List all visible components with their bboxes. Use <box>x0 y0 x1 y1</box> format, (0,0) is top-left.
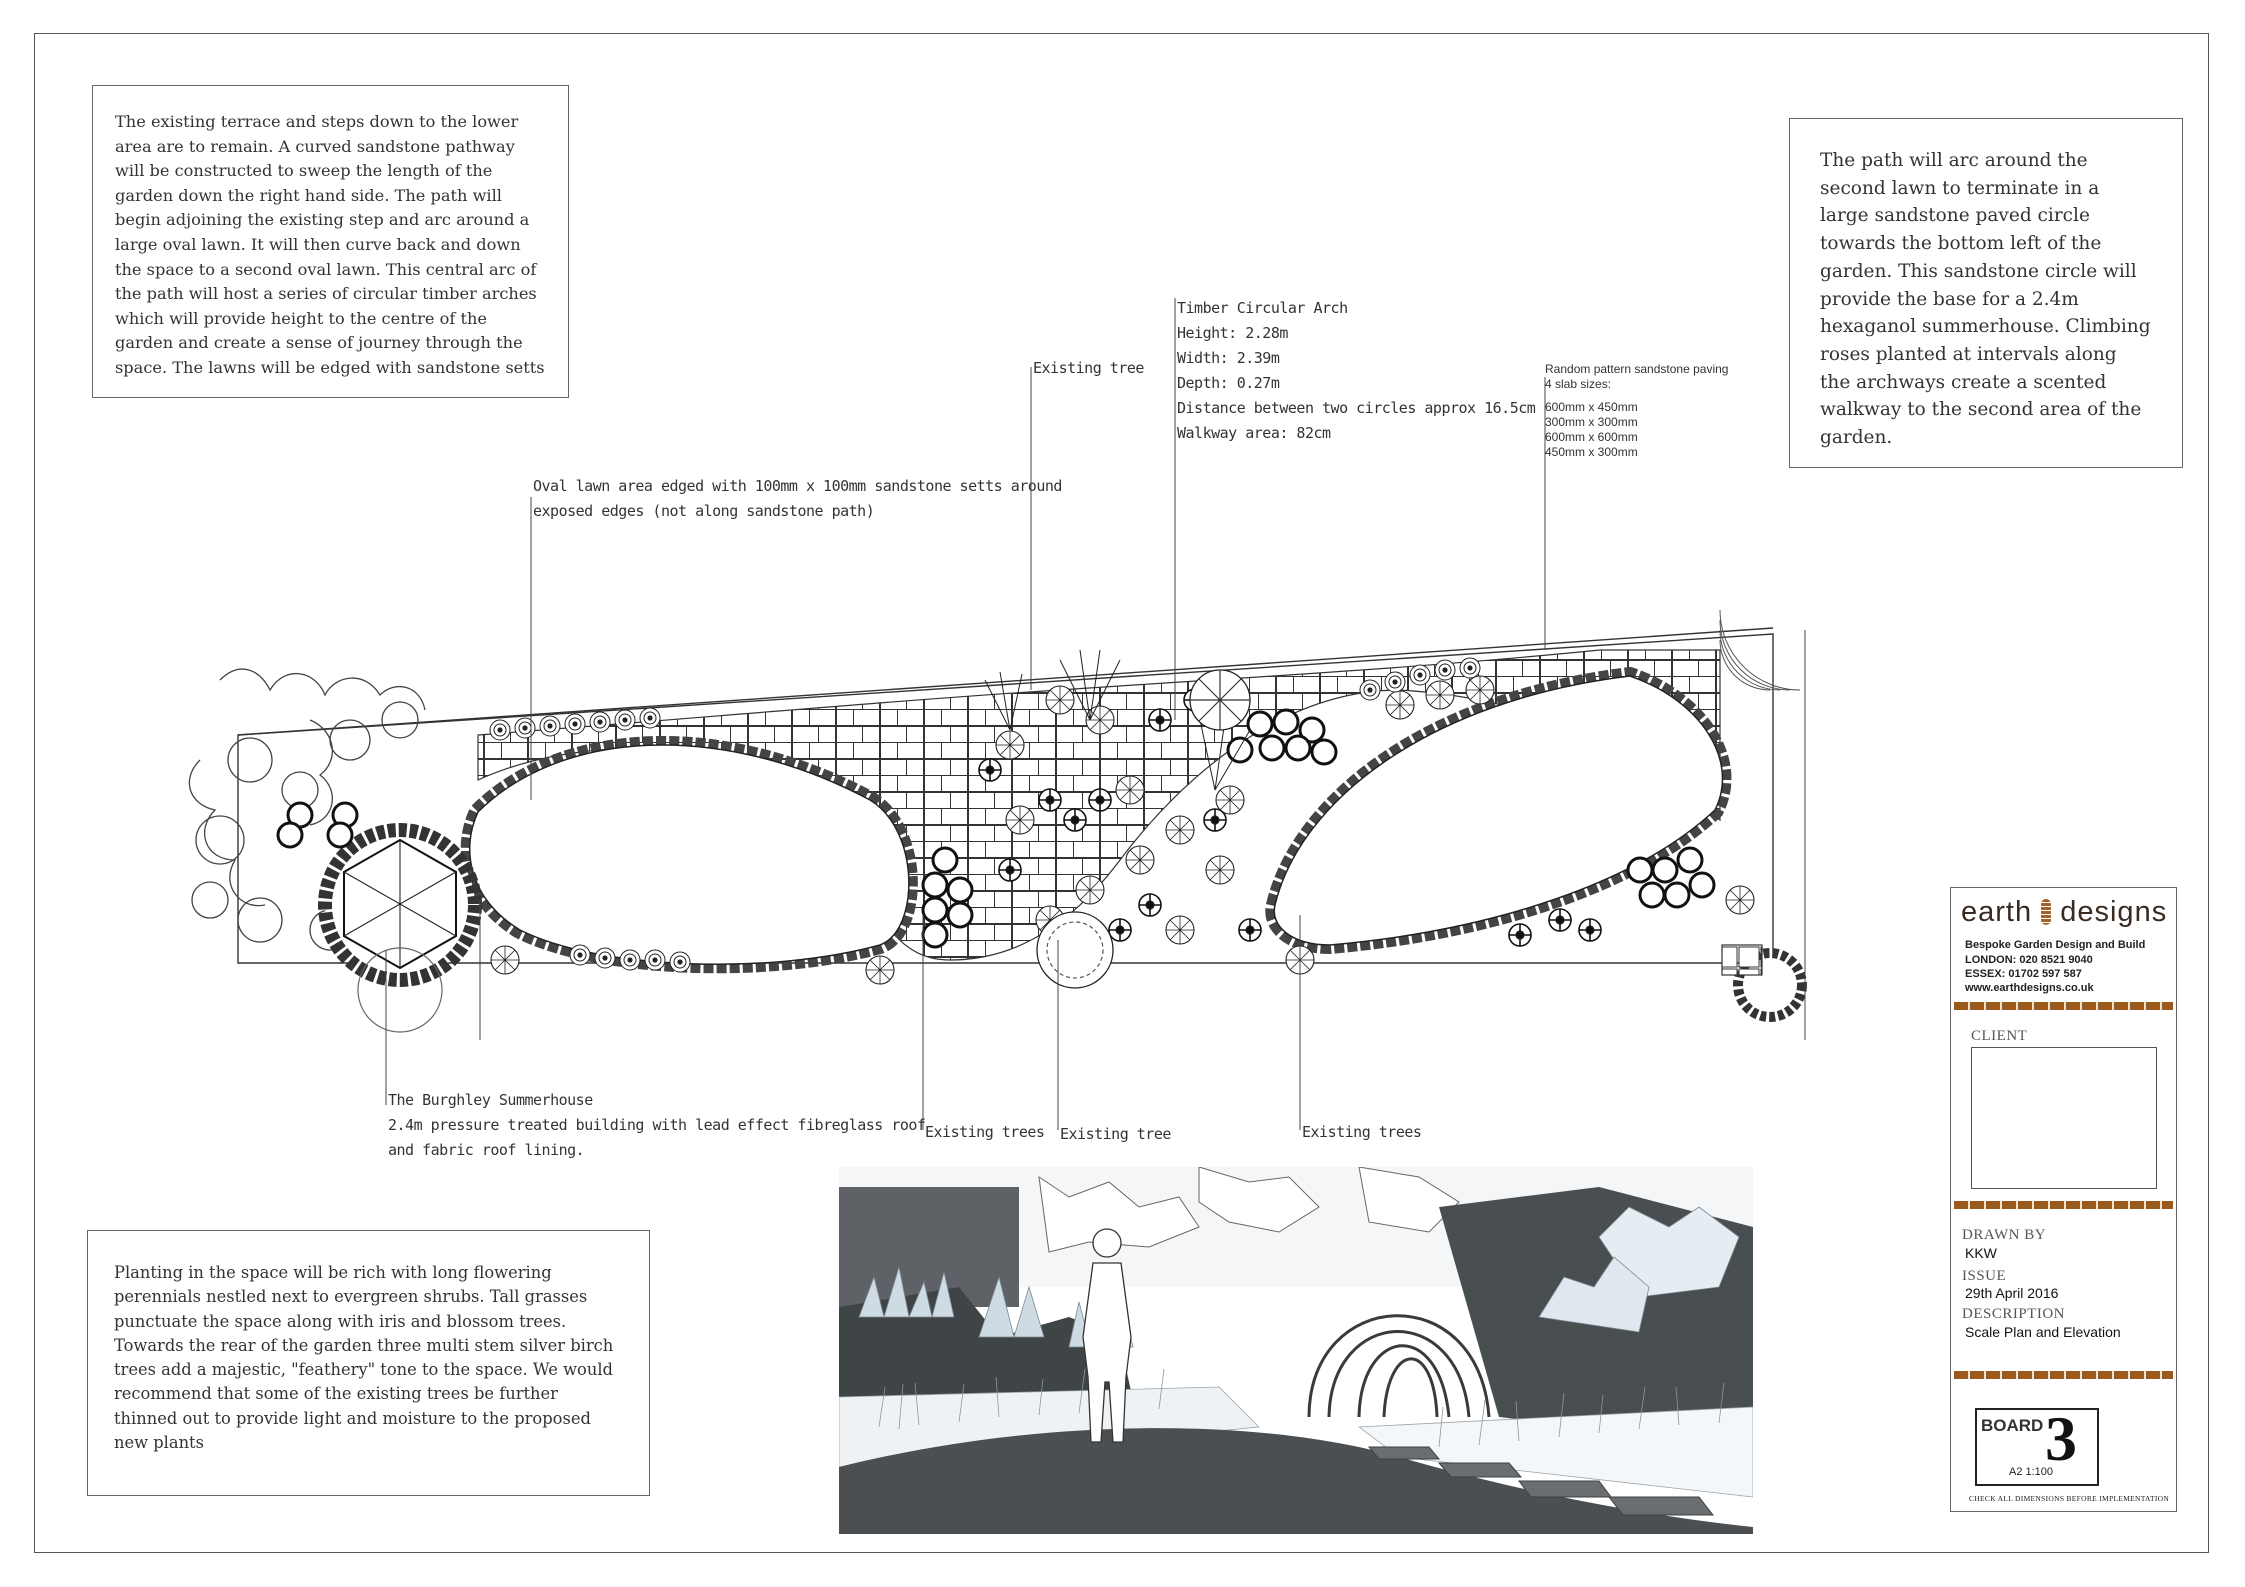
issue-value: 29th April 2016 <box>1965 1285 2059 1301</box>
brand-leaf-icon <box>2041 899 2052 925</box>
arch-spec-line-4: Depth: 0.27m <box>1177 374 1280 392</box>
sheet-border <box>34 33 2209 1553</box>
scale-label: A2 1:100 <box>2009 1466 2054 1478</box>
paving-spec-line-4: 600mm x 450mm <box>1545 400 1638 414</box>
leader-lines <box>385 298 1806 1130</box>
elevation-render <box>839 1167 1753 1534</box>
intro-note-text: The existing terrace and steps down to t… <box>115 112 545 377</box>
path-note: The path will arc around the second lawn… <box>1789 118 2183 468</box>
divider-bar-3 <box>1954 1371 2173 1379</box>
oval-lawn-2 <box>1273 675 1724 946</box>
paving-spec-line-3 <box>1545 392 1728 400</box>
divider-bar-1 <box>1954 1002 2173 1010</box>
corner-feature <box>1719 609 1801 691</box>
london-phone: LONDON: 020 8521 9040 <box>1965 954 2093 966</box>
intro-note: The existing terrace and steps down to t… <box>92 85 569 398</box>
paving-spec-label: Random pattern sandstone paving 4 slab s… <box>1545 362 1728 460</box>
planting-note-text: Planting in the space will be rich with … <box>114 1263 614 1453</box>
tagline: Bespoke Garden Design and Build <box>1965 939 2146 951</box>
existing-tree-top-label: Existing tree <box>1033 359 1144 377</box>
paving-spec-line-7: 450mm x 300mm <box>1545 445 1638 459</box>
arch-spec-line-3: Width: 2.39m <box>1177 349 1280 367</box>
issue-label: ISSUE <box>1962 1268 2007 1284</box>
summerhouse-label-line-1: The Burghley Summerhouse <box>388 1091 593 1109</box>
essex-phone: ESSEX: 01702 597 587 <box>1965 968 2082 980</box>
website: www.earthdesigns.co.uk <box>1965 982 2094 994</box>
board-box: BOARD 3 A2 1:100 <box>1975 1404 2099 1486</box>
oval-lawn-1 <box>468 744 910 965</box>
brand-right: designs <box>2060 896 2168 928</box>
footer-note: CHECK ALL DIMENSIONS BEFORE IMPLEMENTATI… <box>1969 1494 2170 1503</box>
existing-trees-label-1: Existing trees <box>925 1123 1045 1141</box>
brand-logo: earth designs <box>1961 896 2167 929</box>
client-box <box>1971 1047 2157 1189</box>
summerhouse-label: The Burghley Summerhouse 2.4m pressure t… <box>388 1088 926 1163</box>
description-label: DESCRIPTION <box>1962 1306 2066 1322</box>
description-value: Scale Plan and Elevation <box>1965 1324 2121 1340</box>
arch-spec-label: Timber Circular Arch Height: 2.28m Width… <box>1177 296 1536 446</box>
paving-spec-line-5: 300mm x 300mm <box>1545 415 1638 429</box>
arch-spec-line-1: Timber Circular Arch <box>1177 299 1348 317</box>
board-label: BOARD <box>1981 1416 2044 1435</box>
drawn-by-label: DRAWN BY <box>1962 1227 2047 1243</box>
arch-spec-line-5: Distance between two circles approx 16.5… <box>1177 399 1536 417</box>
planting-note: Planting in the space will be rich with … <box>87 1230 650 1496</box>
oval-lawn-label: Oval lawn area edged with 100mm x 100mm … <box>533 474 1062 524</box>
brand-left: earth <box>1961 896 2033 928</box>
oval-lawn-label-line-1: Oval lawn area edged with 100mm x 100mm … <box>533 477 1062 495</box>
drawn-by-value: KKW <box>1965 1245 1997 1261</box>
grasses <box>984 649 1251 791</box>
paving-spec-line-6: 600mm x 600mm <box>1545 430 1638 444</box>
client-label: CLIENT <box>1971 1028 2028 1044</box>
paving-spec-line-1: Random pattern sandstone paving <box>1545 362 1729 376</box>
existing-trees-label-3: Existing trees <box>1302 1123 1422 1141</box>
path-note-text: The path will arc around the second lawn… <box>1820 150 2151 449</box>
arch-spec-line-6: Walkway area: 82cm <box>1177 424 1331 442</box>
board-number: 3 <box>2045 1403 2077 1474</box>
summerhouse-label-line-3: and fabric roof lining. <box>388 1141 585 1159</box>
divider-bar-2 <box>1954 1201 2173 1209</box>
paving-spec-line-2: 4 slab sizes: <box>1545 377 1612 391</box>
existing-tree-label-2: Existing tree <box>1060 1125 1171 1143</box>
oval-lawn-label-line-2: exposed edges (not along sandstone path) <box>533 502 875 520</box>
summerhouse-label-line-2: 2.4m pressure treated building with lead… <box>388 1116 926 1134</box>
arch-spec-line-2: Height: 2.28m <box>1177 324 1288 342</box>
title-block: earth designs Bespoke Garden Design and … <box>1950 887 2177 1512</box>
